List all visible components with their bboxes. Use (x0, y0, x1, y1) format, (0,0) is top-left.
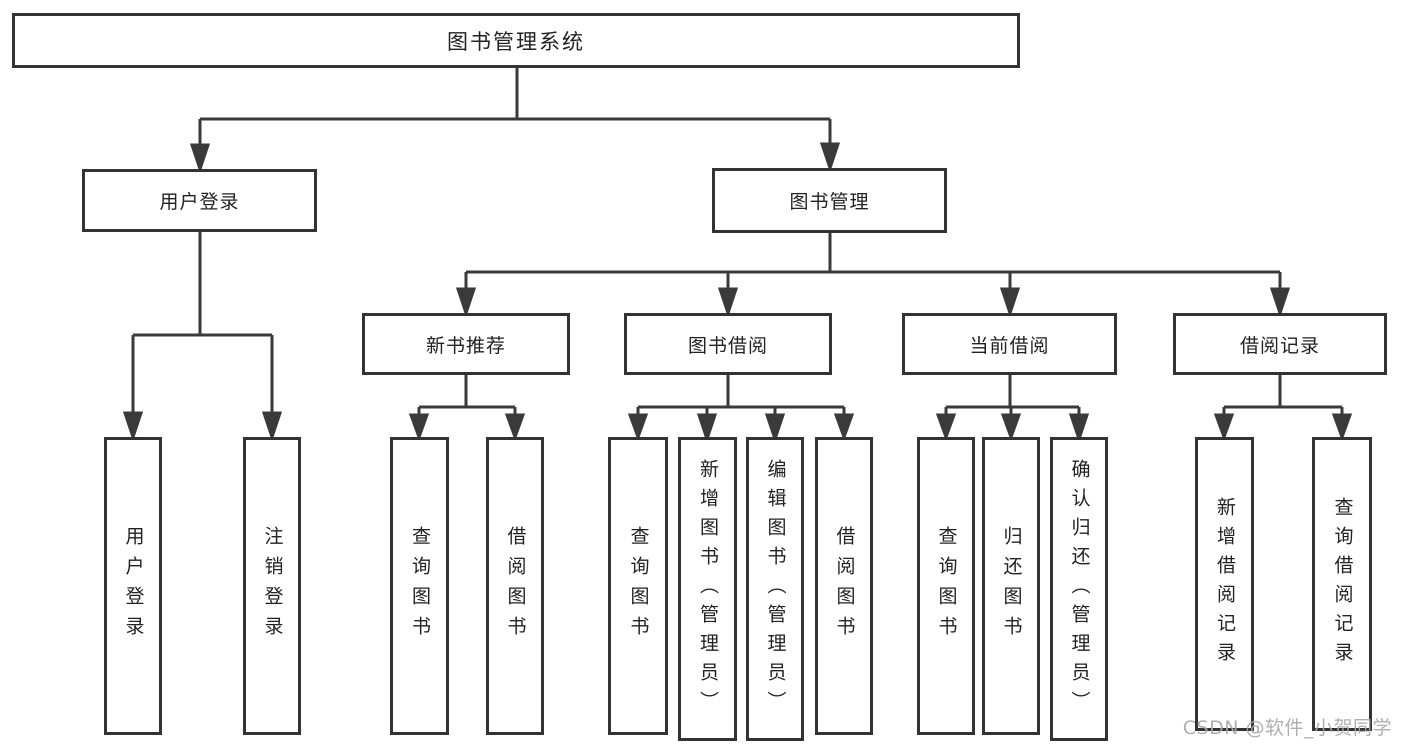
connector-userlogin-to-children (122, 232, 283, 442)
node-edit-books-admin: 编辑图书（管理员） (746, 437, 804, 741)
node-return-books: 归还图书 (982, 437, 1040, 735)
node-label: 归还图书 (1000, 526, 1023, 646)
arrowhead (764, 413, 786, 444)
arrowhead (627, 413, 649, 442)
arrowhead (1213, 413, 1235, 442)
connector-newbook-to-children (408, 375, 526, 442)
node-query-books-borrow: 查询图书 (608, 437, 668, 735)
watermark: CSDN @软件_小贺同学 (1182, 717, 1392, 739)
node-label: 确认归还（管理员） (1068, 458, 1091, 720)
node-label: 图书借阅 (687, 334, 768, 357)
node-label: 编辑图书（管理员） (764, 458, 787, 720)
connector-records-to-children (1213, 375, 1353, 442)
arrowhead (999, 287, 1021, 318)
node-label: 新增借阅记录 (1214, 497, 1236, 671)
arrowhead (935, 413, 957, 442)
arrowhead (819, 142, 841, 173)
arrowhead (455, 287, 477, 318)
node-label: 图书管理系统 (447, 29, 585, 54)
connector-bookmgmt-to-level3 (455, 233, 1291, 318)
connector-current-to-children (935, 375, 1090, 444)
node-label: 查询图书 (409, 526, 431, 646)
arrowhead (189, 143, 211, 174)
node-label: 新增图书（管理员） (697, 458, 719, 720)
node-confirm-return-admin: 确认归还（管理员） (1050, 437, 1108, 741)
node-add-borrow-record: 新增借阅记录 (1195, 437, 1254, 731)
node-label: 借阅图书 (504, 526, 527, 646)
node-borrow-books: 借阅图书 (815, 437, 873, 735)
arrowhead (1331, 413, 1353, 442)
node-label: 图书管理 (789, 191, 870, 213)
node-library-management-system: 图书管理系统 (12, 13, 1020, 68)
arrowhead (1068, 413, 1090, 444)
node-current-borrowing: 当前借阅 (902, 313, 1117, 375)
connector-borrow-to-children (627, 375, 855, 444)
node-user-login: 用户登录 (82, 169, 317, 232)
arrowhead (261, 411, 283, 442)
node-query-books-current: 查询图书 (917, 437, 975, 735)
node-label: 用户登录 (159, 191, 240, 213)
node-query-books-recommend: 查询图书 (390, 437, 449, 735)
node-label: 新书推荐 (425, 334, 506, 357)
node-label: 借阅记录 (1239, 334, 1320, 357)
node-label: 用户登录 (122, 526, 145, 646)
node-query-borrow-record: 查询借阅记录 (1312, 437, 1372, 731)
arrowhead (1000, 413, 1022, 442)
node-add-books-admin: 新增图书（管理员） (678, 437, 737, 741)
node-label: 查询借阅记录 (1331, 497, 1354, 671)
node-borrow-books-recommend: 借阅图书 (486, 437, 544, 735)
arrowhead (1269, 287, 1291, 318)
node-book-borrowing: 图书借阅 (624, 313, 832, 375)
arrowhead (717, 287, 739, 318)
node-logout: 注销登录 (243, 437, 301, 735)
arrowhead (833, 413, 855, 442)
node-user-login-leaf: 用户登录 (104, 437, 162, 735)
arrowhead (122, 411, 144, 442)
arrowhead (504, 413, 526, 442)
node-new-book-recommendation: 新书推荐 (362, 313, 570, 375)
node-book-management: 图书管理 (712, 168, 947, 233)
connector-root-to-level2 (189, 67, 841, 174)
node-label: 借阅图书 (833, 526, 856, 646)
node-label: 查询图书 (935, 526, 958, 646)
node-label: 当前借阅 (969, 334, 1050, 357)
arrowhead (696, 413, 718, 444)
node-label: 查询图书 (627, 526, 650, 646)
node-borrowing-records: 借阅记录 (1173, 313, 1387, 375)
arrowhead (408, 413, 430, 442)
node-label: 注销登录 (261, 526, 284, 646)
